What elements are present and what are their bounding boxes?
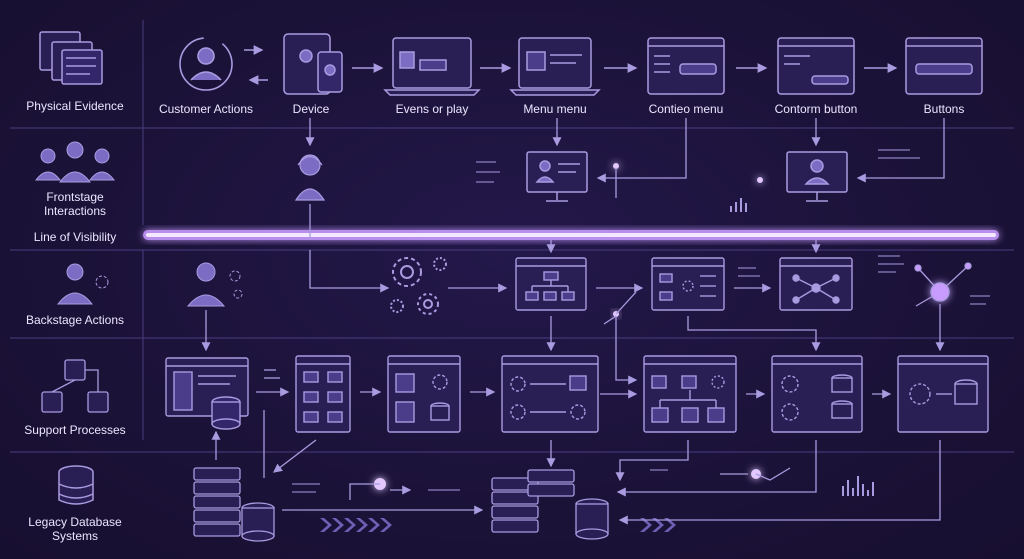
step-label-buttons: Buttons [923,102,965,116]
row5-connectors [211,410,941,525]
gears-icon [390,257,447,315]
lane-label-legacy: Legacy Database Systems [28,515,122,543]
backstage-person-icon [56,263,109,305]
lane-label-support: Support Processes [24,423,126,437]
row4-connectors [201,304,945,399]
backstage-flow-window-2 [651,257,725,311]
menu-laptop-icon [509,37,601,96]
lane-label-physical-evidence: Physical Evidence [26,99,124,113]
server-rack-2 [491,469,609,540]
row1-arrows [244,45,898,73]
chevrons-1 [320,518,392,532]
contieo-menu-icon [647,37,725,95]
customer-icon [179,37,233,91]
backstage-network-window [779,257,853,311]
glowing-hub-icon [914,262,972,307]
mini-bar-chart-1 [730,198,747,212]
laptop-icon [383,37,481,96]
chevrons-2 [640,518,676,532]
backstage-agent-icon [186,262,243,307]
mini-bar-chart-2 [842,476,874,496]
agent-headset-icon [294,154,326,201]
step-label-customer-actions: Customer Actions [158,102,254,116]
line-of-visibility-bar [143,230,999,240]
backstage-flow-window-1 [515,257,587,311]
support-window-4 [501,355,599,433]
lane-label-line-of-visibility: Line of Visibility [33,230,117,244]
contorm-button-icon [777,37,855,95]
frontstage-people-icon [34,141,116,183]
step-label-contieo-menu: Contieo menu [648,102,724,116]
lane-label-backstage: Backstage Actions [25,313,125,327]
lane-separators [10,20,1014,453]
step-label-menu-menu: Menu menu [523,102,587,116]
row3-connectors [309,204,821,325]
glow-dots-row2 [613,163,763,183]
support-window-2 [295,355,351,433]
support-window-3 [387,355,461,433]
device-icon [283,33,343,95]
text-lines-deco-3 [292,469,668,493]
physical-evidence-icon [39,31,103,85]
lane-label-frontstage: Frontstage Interactions [43,190,107,218]
support-window-1 [165,357,249,430]
support-window-5 [643,355,737,433]
support-process-icon [41,359,109,413]
legacy-database-icon [58,465,94,505]
row2-connectors [305,118,945,198]
support-window-6 [771,355,863,433]
text-lines-deco-2 [738,255,990,305]
server-rack-1 [193,467,275,542]
frontstage-monitor-1 [526,151,588,202]
support-window-7 [897,355,989,433]
buttons-icon [905,37,983,95]
frontstage-monitor-2 [786,151,848,202]
text-lines-deco [476,149,920,183]
step-label-contorm-button: Contorm button [774,102,858,116]
step-label-evens-or-play: Evens or play [395,102,469,116]
step-label-device: Device [292,102,330,116]
